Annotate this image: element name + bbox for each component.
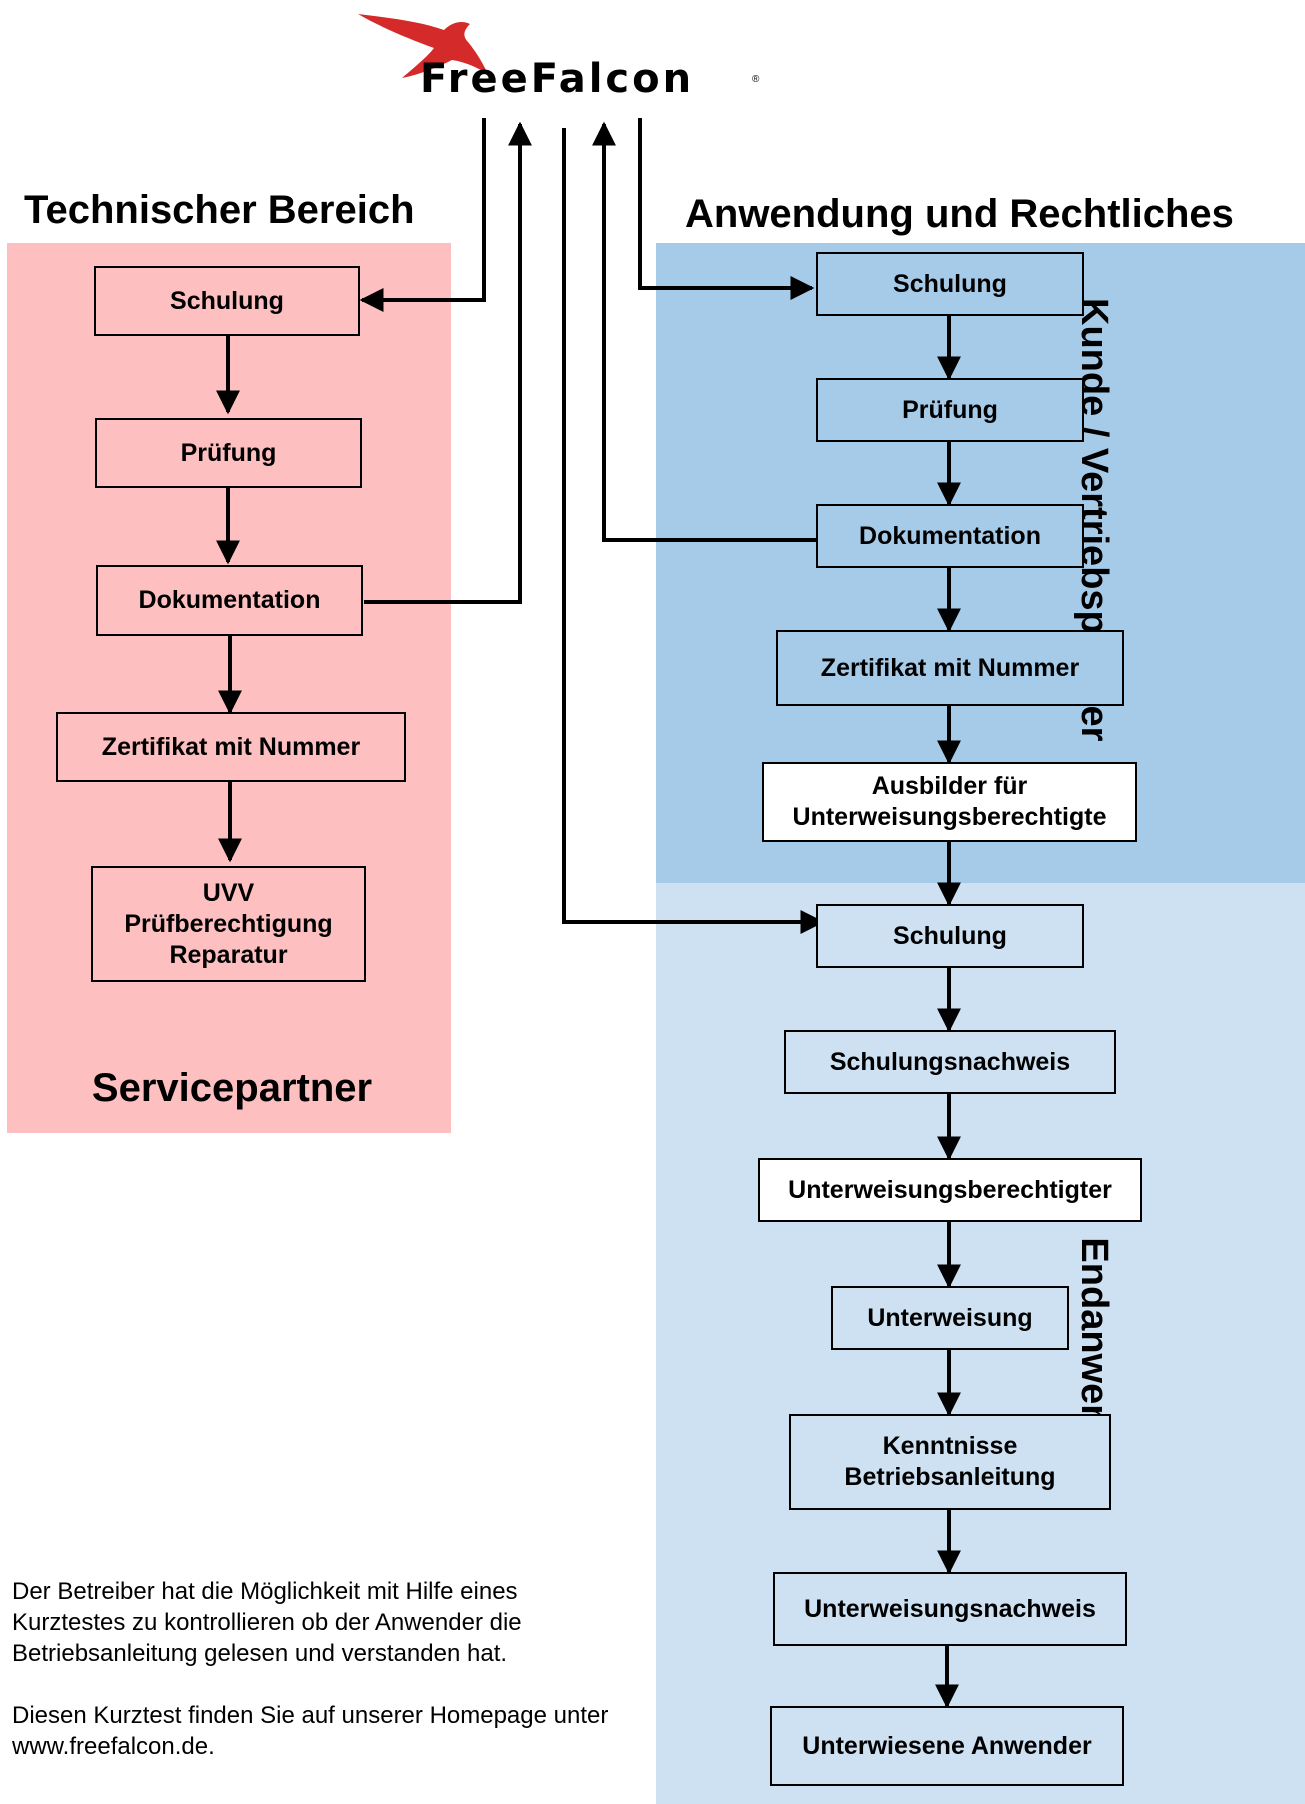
falcon-bird-icon [358, 14, 488, 78]
end-box-kenntnisse: Kenntnisse Betriebsanleitung [789, 1414, 1111, 1510]
end-box-unterwiesene-anwender: Unterwiesene Anwender [770, 1706, 1124, 1786]
registered-mark: ® [752, 74, 760, 85]
tech-box-uvv: UVV Prüfberechtigung Reparatur [91, 866, 366, 982]
note-paragraph-1: Der Betreiber hat die Möglichkeit mit Hi… [12, 1578, 522, 1667]
cust-box-pruefung: Prüfung [816, 378, 1084, 442]
cust-box-zertifikat: Zertifikat mit Nummer [776, 630, 1124, 706]
tech-box-pruefung: Prüfung [95, 418, 362, 488]
heading-technical: Technischer Bereich [24, 188, 415, 232]
customer-side-label: Kunde / Vertriebspartner [1073, 298, 1115, 742]
heading-application: Anwendung und Rechtliches [685, 192, 1234, 236]
end-box-unterweisung: Unterweisung [831, 1286, 1069, 1350]
tech-box-dokumentation: Dokumentation [96, 565, 363, 636]
end-box-unterweisungsnachweis: Unterweisungsnachweis [773, 1572, 1127, 1646]
cust-box-schulung: Schulung [816, 252, 1084, 316]
end-box-schulung: Schulung [816, 904, 1084, 968]
servicepartner-label: Servicepartner [91, 1066, 373, 1110]
end-box-unterweisungsberechtigter: Unterweisungsberechtigter [758, 1158, 1142, 1222]
technical-region [7, 243, 451, 1133]
tech-box-schulung: Schulung [94, 266, 360, 336]
cust-box-dokumentation: Dokumentation [816, 504, 1084, 568]
note-paragraph-2: Diesen Kurztest finden Sie auf unserer H… [12, 1702, 609, 1760]
tech-box-zertifikat: Zertifikat mit Nummer [56, 712, 406, 782]
end-box-schulungsnachweis: Schulungsnachweis [784, 1030, 1116, 1094]
cust-box-ausbilder: Ausbilder für Unterweisungsberechtigte [762, 762, 1137, 842]
logo-text: FreeFalcon [420, 56, 695, 102]
